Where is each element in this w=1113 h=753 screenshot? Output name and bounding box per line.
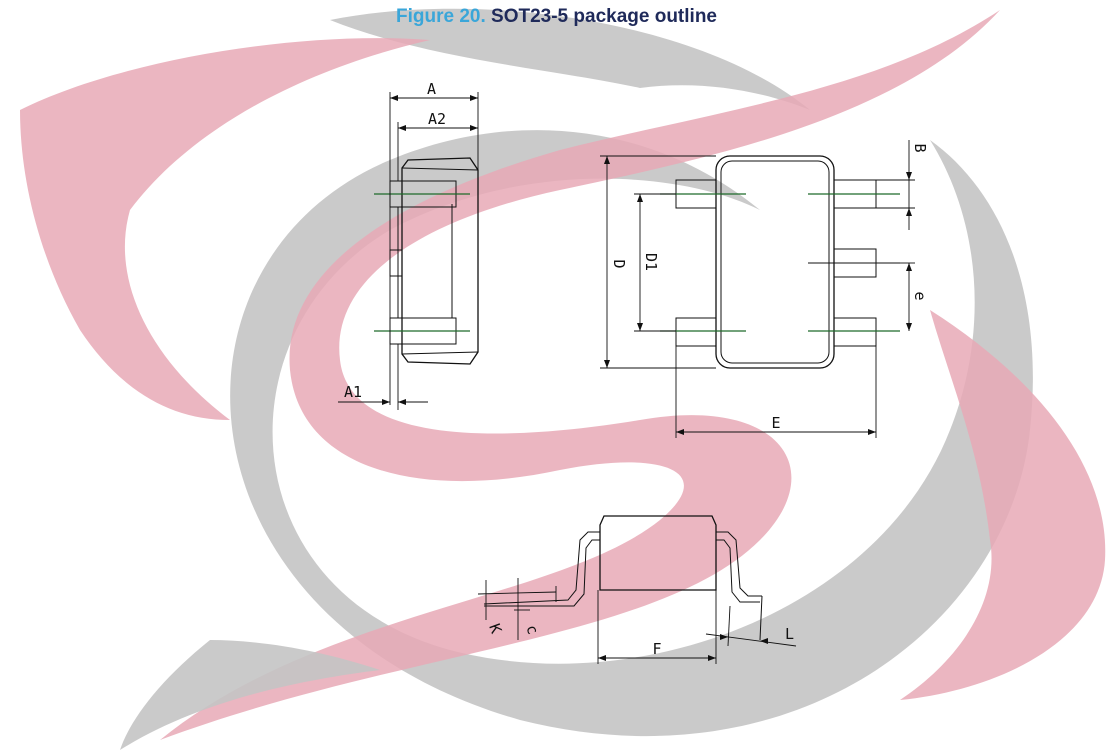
dim-label-a1: A1 bbox=[344, 383, 362, 401]
dim-label-f: F bbox=[652, 640, 661, 658]
figure-title: Figure 20. SOT23-5 package outline bbox=[0, 6, 1113, 28]
dim-label-e-width: E bbox=[771, 414, 780, 432]
front-view: K c F L bbox=[477, 515, 797, 664]
dim-label-d1: D1 bbox=[642, 253, 660, 271]
side-view: A A2 A1 bbox=[338, 80, 479, 410]
figure-number: Figure 20. bbox=[396, 6, 486, 27]
dim-label-l: L bbox=[785, 625, 794, 643]
top-view: D D1 B e E bbox=[600, 140, 929, 438]
dim-label-a2: A2 bbox=[428, 110, 446, 128]
dim-label-b: B bbox=[911, 143, 929, 152]
dim-label-a: A bbox=[427, 80, 436, 98]
dim-label-d: D bbox=[610, 259, 628, 268]
figure-caption: SOT23-5 package outline bbox=[491, 6, 717, 27]
dim-label-c: c bbox=[522, 622, 542, 637]
dim-label-e-pitch: e bbox=[911, 291, 929, 300]
dim-label-k: K bbox=[485, 621, 505, 636]
